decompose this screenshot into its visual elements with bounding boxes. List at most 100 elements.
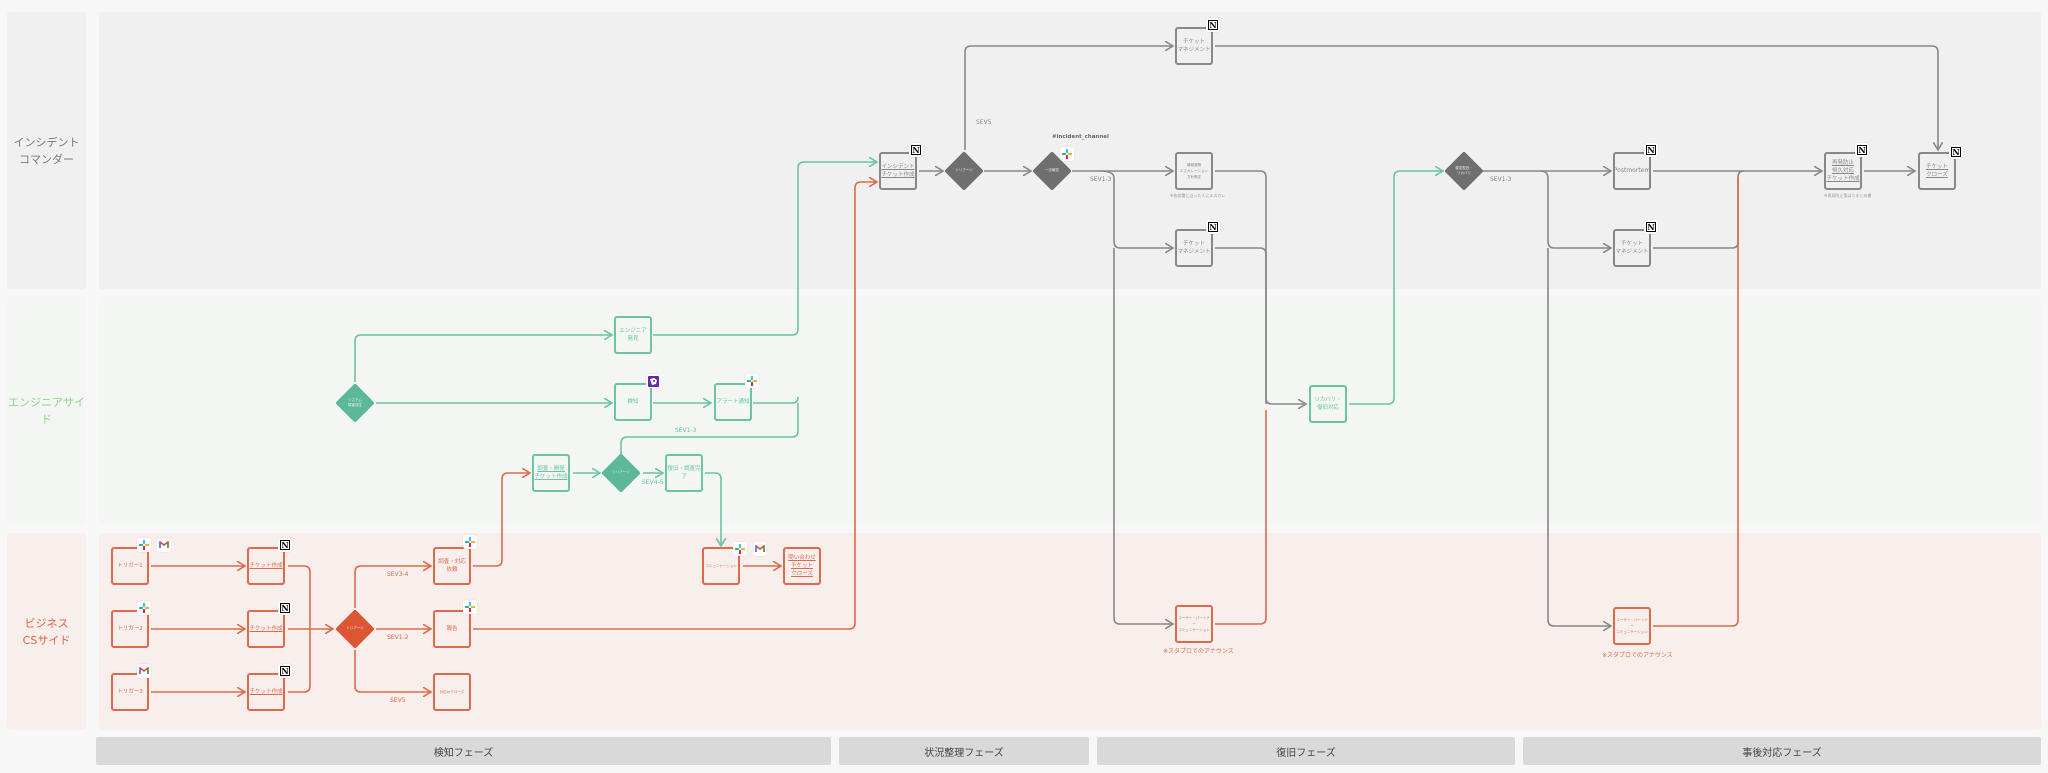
communication-node[interactable]: コミュニケーション xyxy=(702,547,740,585)
notion-icon: N xyxy=(278,538,292,552)
svg-text:N: N xyxy=(1952,147,1959,157)
phase-recovery: 復旧フェーズ xyxy=(1097,737,1515,765)
phase-post-incident: 事後対応フェーズ xyxy=(1523,737,2041,765)
ticket-management-mid-node[interactable]: チケット マネジメント xyxy=(1175,229,1213,267)
detection-node[interactable]: 検知 xyxy=(614,383,652,421)
info-escalation-node[interactable]: 情報展開 エスカレーション 方針策定 xyxy=(1175,152,1213,190)
svg-text:N: N xyxy=(1647,222,1654,232)
lane-label-incident-commander: インシデント コマンダー xyxy=(7,12,86,289)
svg-text:N: N xyxy=(281,603,288,613)
user-partner-communication-2-node[interactable]: ユーザー・パートナー コミュニケーション xyxy=(1613,607,1651,645)
edge xyxy=(1349,171,1443,405)
edge-label-sev13-recovery: SEV1-3 xyxy=(1490,176,1512,183)
svg-text:N: N xyxy=(1209,222,1216,232)
edge xyxy=(1539,170,1611,248)
recurrence-prevention-node[interactable]: 再発防止 恒久対応 チケット作成 xyxy=(1824,152,1862,190)
edge xyxy=(1215,410,1267,625)
edge xyxy=(620,403,799,456)
investigate-request-node[interactable]: 調査・対応 依頼 xyxy=(433,547,471,585)
svg-text:N: N xyxy=(1209,20,1216,30)
edge xyxy=(1099,170,1173,248)
slack-icon xyxy=(137,538,151,552)
edge-label-sev5-ic: SEV5 xyxy=(976,119,992,126)
svg-text:N: N xyxy=(912,145,919,155)
trigger-3-node[interactable]: トリガー3 xyxy=(111,673,149,711)
ticket-management-top-node[interactable]: チケット マネジメント xyxy=(1175,27,1213,65)
edge xyxy=(354,566,431,608)
ticket-create-3-node[interactable]: チケット作成 xyxy=(247,673,285,711)
postmortem-node[interactable]: Postmortem xyxy=(1613,152,1651,190)
notion-icon: N xyxy=(1644,143,1658,157)
datadog-icon xyxy=(646,374,660,388)
triage-label-ic: トリアージ xyxy=(955,168,973,172)
recovery-action-node[interactable]: リカバリ・ 復旧対応 xyxy=(1309,385,1347,423)
engineer-discovery-node[interactable]: エンジニア 発見 xyxy=(614,316,652,354)
gmail-icon xyxy=(753,542,767,556)
edge xyxy=(354,335,612,382)
slack-icon xyxy=(137,601,151,615)
slack-icon xyxy=(463,535,477,549)
svg-text:N: N xyxy=(281,540,288,550)
edge xyxy=(1215,45,1938,150)
investigate-ticket-node[interactable]: 調査・開発 チケット作成 xyxy=(532,454,570,492)
edge-label-sev13-eng: SEV1-3 xyxy=(675,427,697,434)
edge-label-sev5-biz: SEV5 xyxy=(390,697,406,704)
incident-ticket-node[interactable]: インシデント チケット作成 xyxy=(879,152,917,190)
edge xyxy=(1215,170,1306,404)
edge-label-sev45-eng: SEV4-5 xyxy=(642,479,664,486)
alert-notify-node[interactable]: アラート通知 xyxy=(714,383,752,421)
recovery-complete-node[interactable]: 復旧・調査完了 xyxy=(665,454,703,492)
edge xyxy=(964,46,1173,150)
incident-channel-label: #incident_channel xyxy=(1052,134,1109,140)
ticket-management-post-node[interactable]: チケット マネジメント xyxy=(1613,229,1651,267)
edge xyxy=(1653,170,1745,249)
notion-icon: N xyxy=(909,143,923,157)
edge xyxy=(653,162,877,336)
statuspage-note-2: ※スタプロでのアナウンス xyxy=(1602,652,1673,659)
system-failure-label: システム 障害発生 xyxy=(348,398,362,407)
trigger-2-node[interactable]: トリガー2 xyxy=(111,610,149,648)
edge xyxy=(1653,177,1739,627)
respond-or-close-node[interactable]: 対応orクローズ xyxy=(433,673,471,711)
trigger-1-node[interactable]: トリガー1 xyxy=(111,547,149,585)
edge xyxy=(473,182,877,630)
notion-icon: N xyxy=(1949,145,1963,159)
gmail-icon xyxy=(157,538,171,552)
triage-label-eng: トリアージ xyxy=(612,470,630,474)
info-escalation-note: ※各部署に沿った人にエスカレ xyxy=(1170,193,1226,198)
notion-icon: N xyxy=(1206,18,1220,32)
triage-label-biz: トリアージ xyxy=(346,626,364,630)
svg-text:N: N xyxy=(1858,145,1865,155)
notion-icon: N xyxy=(278,601,292,615)
lane-label-engineer-side: エンジニアサイド xyxy=(7,297,86,524)
notion-icon: N xyxy=(1644,220,1658,234)
ticket-create-2-node[interactable]: チケット作成 xyxy=(247,610,285,648)
report-node[interactable]: 報告 xyxy=(433,610,471,648)
svg-text:N: N xyxy=(281,666,288,676)
ticket-create-1-node[interactable]: チケット作成 xyxy=(247,547,285,585)
edge xyxy=(705,472,721,546)
ticket-close-ic-node[interactable]: チケット クローズ xyxy=(1918,152,1956,190)
notion-icon: N xyxy=(278,664,292,678)
edge-label-sev13-ic: SEV1-3 xyxy=(1090,176,1112,183)
notion-icon: N xyxy=(1855,143,1869,157)
edge-label-sev34-biz: SEV3-4 xyxy=(387,571,409,578)
recovery-check-label: 暫定復旧・ リカバリ xyxy=(1455,166,1473,175)
slack-icon xyxy=(463,600,477,614)
recurrence-prevention-note: ※再発防止策ほうまとめ書 xyxy=(1824,193,1872,198)
edge xyxy=(1113,248,1173,624)
phase-detection: 検知フェーズ xyxy=(96,737,831,765)
slack-icon xyxy=(1060,147,1074,161)
edge xyxy=(1547,248,1611,626)
notion-icon: N xyxy=(1206,220,1220,234)
user-partner-communication-1-node[interactable]: ユーザー・パートナー コミュニケーション xyxy=(1175,605,1213,643)
inquiry-close-node[interactable]: 問い合わせ チケット クローズ xyxy=(783,547,821,585)
slack-icon xyxy=(733,542,747,556)
slack-icon xyxy=(745,374,759,388)
lane-label-business-cs-side: ビジネス CSサイド xyxy=(7,533,86,730)
edge xyxy=(354,650,431,692)
edge xyxy=(473,473,530,567)
statuspage-note-1: ※スタプロでのアナウンス xyxy=(1163,648,1234,655)
edge xyxy=(1215,247,1267,404)
